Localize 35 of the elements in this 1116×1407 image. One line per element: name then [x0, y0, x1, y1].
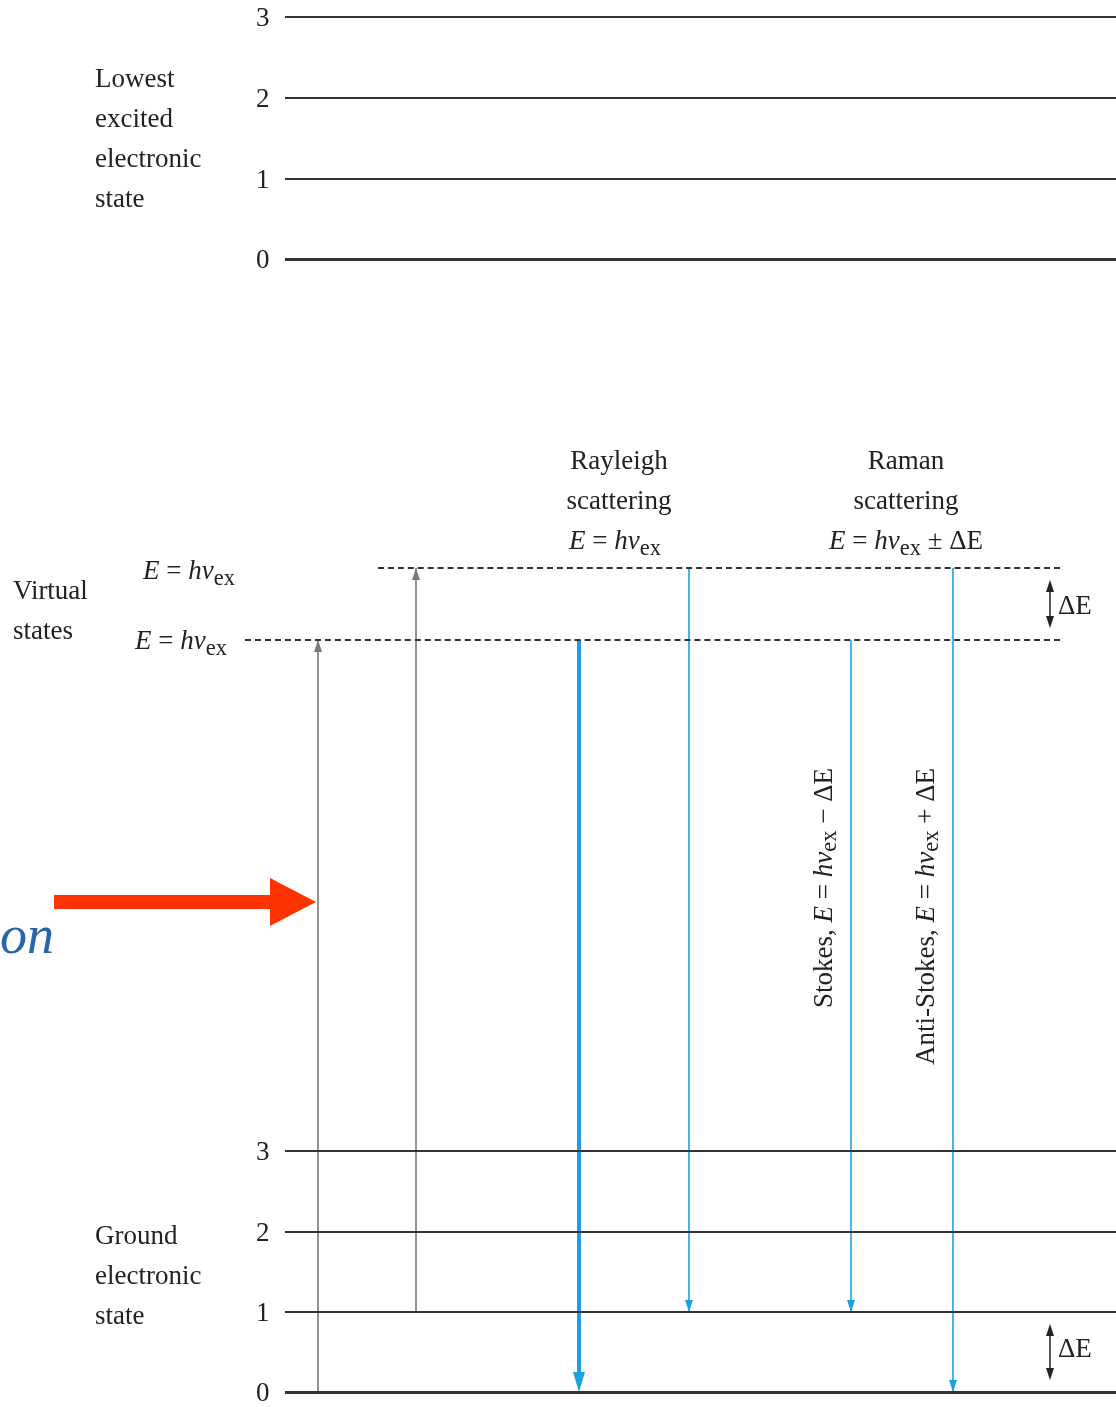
arrow	[54, 878, 316, 926]
arrow	[314, 639, 322, 1393]
energy-gap-label: ΔE	[1058, 1332, 1092, 1365]
level-number: 3	[256, 1135, 270, 1168]
energy-level-line	[285, 1311, 1116, 1313]
state-label: Ground electronic state	[95, 1219, 203, 1332]
energy-level-line	[285, 1150, 1116, 1152]
arrow	[847, 639, 855, 1313]
annotation-text: on	[0, 905, 54, 965]
energy-level-line	[285, 16, 1116, 18]
arrow	[685, 567, 693, 1313]
level-number: 2	[256, 82, 270, 115]
state-label: Lowest excited electronic state	[95, 62, 203, 215]
energy-equation: E = hν$_{ex}$ ± ΔE	[827, 524, 985, 563]
energy-level-line	[285, 1231, 1116, 1233]
virtual-level-line	[245, 639, 1060, 641]
level-number: 0	[256, 1376, 270, 1407]
level-number: 3	[256, 1, 270, 34]
energy-gap-label: ΔE	[1058, 589, 1092, 622]
energy-equation: E = hν$_{ex}$	[567, 524, 662, 563]
energy-level-line	[285, 97, 1116, 99]
energy-level-line	[285, 178, 1116, 180]
energy-level-line	[285, 1391, 1116, 1394]
arrow	[412, 567, 420, 1313]
arrow	[949, 567, 957, 1393]
energy-equation: E = hν$_{ex}$	[135, 624, 227, 663]
energy-equation: E = hν$_{ex}$	[143, 554, 235, 593]
energy-level-line	[285, 258, 1116, 261]
level-number: 2	[256, 1216, 270, 1249]
arrow	[573, 640, 585, 1392]
state-label: Virtual states	[13, 574, 89, 647]
level-number: 0	[256, 243, 270, 276]
virtual-level-line	[378, 567, 1060, 569]
level-number: 1	[256, 1296, 270, 1329]
level-number: 1	[256, 163, 270, 196]
